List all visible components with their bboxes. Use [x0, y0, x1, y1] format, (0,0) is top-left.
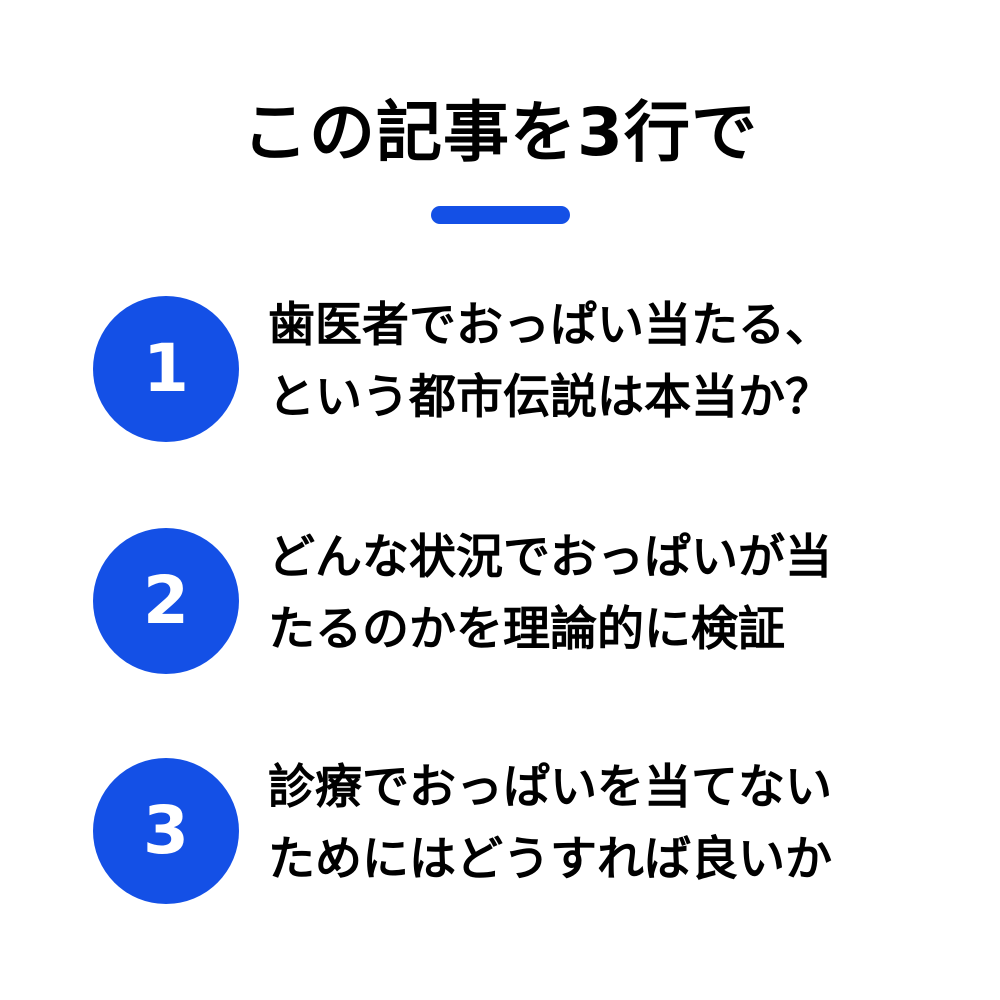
item-text: どんな状況でおっぱいが当 たるのかを理論的に検証 — [268, 522, 968, 666]
item-text-line: たるのかを理論的に検証 — [268, 602, 785, 657]
item-text-line: どんな状況でおっぱいが当 — [268, 530, 832, 585]
item-number: 1 — [143, 330, 189, 407]
item-text-line: ためにはどうすれば良いか — [268, 832, 832, 887]
number-badge: 3 — [93, 758, 239, 904]
item-text: 診療でおっぱいを当てない ためにはどうすれば良いか — [268, 752, 968, 896]
page-title: この記事を3行で — [242, 94, 758, 171]
summary-item-1: 1 歯医者でおっぱい当たる、 という都市伝説は本当か？ — [0, 290, 1000, 450]
item-number: 2 — [143, 562, 189, 639]
title-underline — [431, 206, 570, 224]
item-text-line: という都市伝説は本当か？ — [268, 370, 832, 425]
item-text: 歯医者でおっぱい当たる、 という都市伝説は本当か？ — [268, 290, 968, 434]
item-text-line: 歯医者でおっぱい当たる、 — [268, 298, 832, 353]
item-number: 3 — [143, 792, 189, 869]
number-badge: 1 — [93, 296, 239, 442]
item-text-line: 診療でおっぱいを当てない — [268, 760, 832, 815]
summary-item-2: 2 どんな状況でおっぱいが当 たるのかを理論的に検証 — [0, 522, 1000, 682]
number-badge: 2 — [93, 528, 239, 674]
summary-item-3: 3 診療でおっぱいを当てない ためにはどうすれば良いか — [0, 752, 1000, 912]
